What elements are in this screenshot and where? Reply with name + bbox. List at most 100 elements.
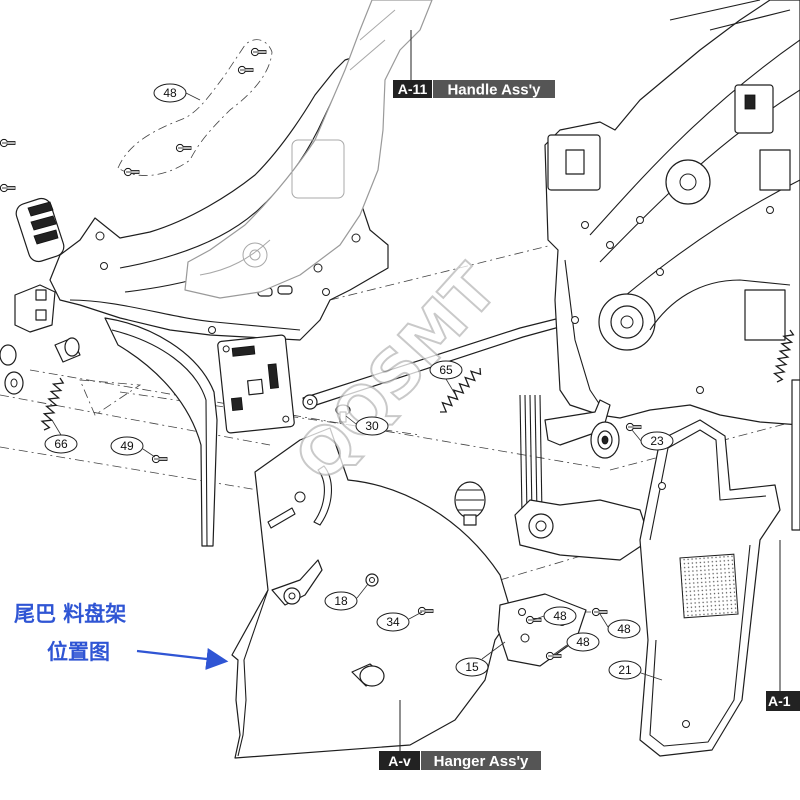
handle-slot: [199, 239, 271, 276]
cover-hole: [658, 482, 666, 490]
guide-plate-edge: [111, 329, 208, 547]
spring-right: [772, 329, 795, 383]
callout-30: 30: [355, 416, 389, 436]
screw: [123, 167, 140, 177]
pcb-chip: [247, 378, 264, 396]
callout-48: 48: [607, 619, 641, 639]
screw: [250, 47, 267, 57]
label-code-box: [393, 80, 432, 98]
hanger-slot: [267, 507, 296, 529]
callout-15: 15: [455, 657, 489, 677]
lower-bracket: [514, 499, 651, 561]
washer-18-hole: [369, 577, 375, 583]
roller: [0, 344, 17, 366]
svg-text:48: 48: [553, 609, 567, 623]
hanger-post: [351, 663, 385, 687]
callout-49: 49: [110, 436, 144, 456]
frame-hole: [208, 326, 216, 334]
screw-23: [625, 422, 642, 432]
handle-hub-inner: [249, 249, 261, 261]
callout-18: 18: [324, 591, 358, 611]
frame-hole: [313, 263, 323, 273]
label-name: Handle Ass'y: [447, 82, 541, 99]
washer-23: [590, 421, 620, 459]
frame-hole: [571, 316, 579, 324]
frame-arm-channel: [119, 87, 339, 269]
pcb-hole: [282, 415, 290, 423]
hanger-arc-slot: [313, 465, 333, 526]
callout-21: 21: [608, 660, 642, 680]
label-code: A-v: [388, 753, 411, 769]
handle-body: [184, 0, 433, 299]
dashed-line: [0, 446, 271, 493]
connector: [35, 289, 47, 301]
handle-hub: [242, 242, 268, 268]
leader-lines: [51, 92, 663, 681]
callout-66: 66: [44, 434, 78, 454]
pcb-connector: [267, 363, 279, 389]
hanger-hole: [294, 491, 306, 503]
assembly-label-hanger: A-v Hanger Ass'y: [379, 700, 541, 770]
dashed-line: [0, 394, 271, 446]
screw: [0, 183, 16, 193]
screw: [0, 138, 16, 148]
hanger-lever: [271, 559, 323, 606]
guide-plate: [104, 317, 218, 547]
svg-text:18: 18: [334, 594, 348, 608]
small-bracket: [14, 284, 56, 333]
screw-group-48: [0, 47, 267, 193]
svg-text:15: 15: [465, 660, 479, 674]
pcb-hole: [222, 345, 230, 353]
dashed-line: [79, 379, 142, 416]
handle-grip: [349, 9, 396, 71]
frame-rail: [589, 39, 800, 236]
callout-23: 23: [640, 431, 674, 451]
dashed-line: [29, 369, 601, 469]
frame-slot: [649, 279, 791, 331]
frame-block: [759, 149, 791, 191]
hanger-plate: [231, 427, 513, 759]
callout-48: 48: [543, 606, 577, 626]
svg-text:48: 48: [163, 86, 177, 100]
frame-hole: [322, 288, 330, 296]
cover-hole: [682, 720, 690, 728]
frame-hole: [656, 268, 664, 276]
assembly-label-right: A-1: [766, 540, 800, 711]
right-frame-plate: [544, 0, 800, 426]
spacer-cylinder: [54, 337, 81, 363]
callout-34: 34: [376, 612, 410, 632]
svg-text:49: 49: [120, 439, 134, 453]
frame-slot: [564, 259, 601, 406]
frame-pin: [277, 285, 293, 295]
frame-hole: [95, 231, 105, 241]
flat-cable: [519, 394, 543, 516]
svg-text:34: 34: [386, 615, 400, 629]
side-knob: [15, 197, 65, 263]
frame-hole: [581, 221, 589, 229]
frame-lower-rail: [69, 299, 301, 331]
pcb-chip: [230, 397, 244, 412]
callout-48: 48: [566, 632, 600, 652]
screw: [175, 143, 192, 153]
svg-text:65: 65: [439, 363, 453, 377]
spring-65: [439, 367, 482, 413]
screw-48: [591, 607, 608, 617]
frame-block: [565, 149, 585, 175]
lower-guide-plate: [104, 317, 218, 547]
hanger-flange: [237, 589, 269, 757]
callout-48: 48: [153, 83, 187, 103]
annotation-line-2: 位置图: [47, 640, 110, 664]
annotation-line-1: 尾巴 料盘架: [14, 602, 127, 626]
tail-bracket-plate-15: [497, 593, 587, 667]
part-callouts: 48 66 49 65 30 23 18 34 48 48 48 15 21: [44, 83, 674, 680]
frame-hole: [100, 262, 108, 270]
frame-hole: [351, 233, 361, 243]
roller-center: [10, 378, 18, 388]
screw-group-outline: [117, 39, 273, 176]
handle-window: [291, 139, 345, 199]
label-code-box: [379, 751, 420, 770]
frame-hole: [696, 386, 704, 394]
hook-bracket: [544, 399, 611, 446]
svg-text:66: 66: [54, 437, 68, 451]
sprocket-wheel-hub: [620, 315, 634, 329]
